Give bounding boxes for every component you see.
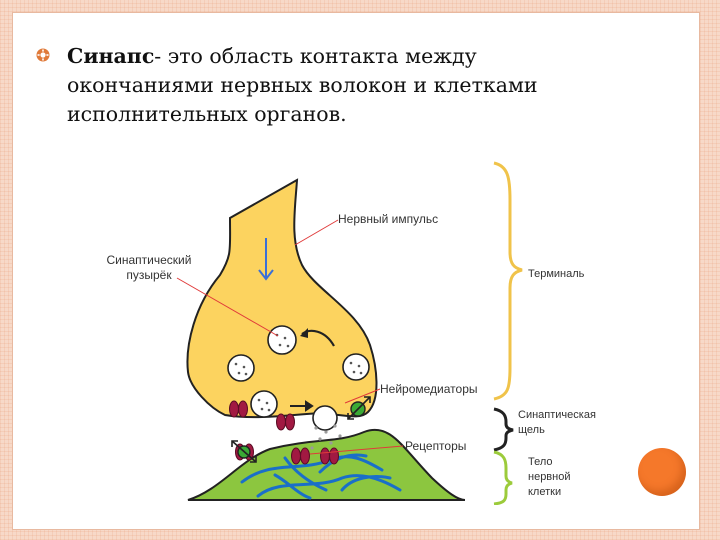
impulse-arrow [258,238,274,281]
term: Синапс [67,44,155,68]
pointer-lines [176,219,404,455]
transport-arrows [231,396,371,463]
cleft-brace [493,407,514,452]
vesicle-dots [234,333,363,412]
synapse-diagram: Нервный импульс Синаптический пузырёк Не… [80,160,640,506]
label-cell-body: Тело нервной клетки [528,456,571,498]
label-neuromediators: Нейромедиаторы [380,382,478,396]
cell-brace [493,450,513,506]
bullet-icon [36,48,50,62]
label-receptors: Рецепторы [405,439,467,453]
terminal-brace [493,161,523,401]
decorative-circle [638,448,686,496]
released-mediators [310,424,342,450]
label-impulse: Нервный импульс [338,212,439,226]
fibers [240,453,402,500]
definition: - это область контакта между окончаниями… [67,44,538,126]
label-cleft: Синаптическая щель [518,409,596,436]
release-arrows [290,400,314,412]
definition-text: Синапс- это область контакта между оконч… [67,42,627,129]
vesicles [227,325,370,431]
label-terminal: Терминаль [528,268,585,280]
synapse-illustration [176,161,523,506]
label-vesicle: Синаптический пузырёк [106,253,192,282]
